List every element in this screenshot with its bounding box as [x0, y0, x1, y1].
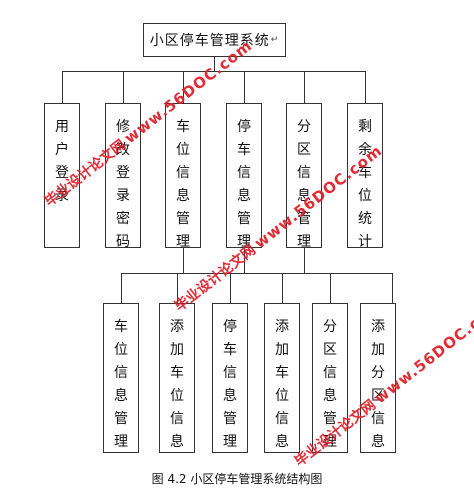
level1-bus-line	[62, 71, 365, 72]
node-sub-space-info-management: 车 位 信 息 管 理	[103, 303, 139, 453]
node-sub-add-zone-info: 添 加 分 区 信 息	[360, 303, 396, 453]
node-sub-parking-info-management: 停 车 信 息 管 理	[212, 303, 248, 453]
node-label: 停 车 信 息 管 理	[223, 319, 237, 450]
root-node: 小区停车管理系统↵	[143, 23, 286, 57]
root-stem-line	[214, 57, 215, 71]
level2-stem-5	[304, 248, 305, 273]
node-change-password: 修 改 登 录 密 码	[105, 103, 141, 250]
level2-drop-6	[392, 273, 393, 303]
node-label: 用 户 登 录	[55, 119, 69, 204]
node-user-login: 用 户 登 录	[44, 103, 80, 248]
root-node-label: 小区停车管理系统	[149, 33, 270, 49]
node-label: 车 位 信 息 管 理	[176, 119, 190, 250]
node-label: 添 加 车 位 信 息	[170, 319, 184, 450]
node-remaining-space-stats: 剩 余 车 位 统 计	[347, 103, 383, 250]
node-label: 分 区 信 息 管 理	[297, 119, 311, 250]
node-label: 分 区 信 息 管 理	[323, 319, 337, 450]
node-label: 添 加 分 区 信 息	[371, 319, 385, 450]
node-sub-add-space-info-2: 添 加 车 位 信 息	[264, 303, 300, 453]
node-parking-info-management: 停 车 信 息 管 理	[226, 103, 262, 250]
paragraph-mark-icon: ↵	[270, 35, 280, 45]
level1-drop-4	[244, 71, 245, 103]
node-label: 添 加 车 位 信 息	[275, 319, 289, 450]
figure-caption: 图 4.2 小区停车管理系统结构图	[151, 472, 323, 486]
level2-drop-1	[121, 273, 122, 303]
level2-stem-3	[183, 248, 184, 273]
node-label: 停 车 信 息 管 理	[237, 119, 251, 250]
node-zone-info-management: 分 区 信 息 管 理	[286, 103, 322, 250]
level1-drop-3	[183, 71, 184, 103]
node-space-info-management: 车 位 信 息 管 理	[165, 103, 201, 250]
level2-drop-3	[230, 273, 231, 303]
node-label: 修 改 登 录 密 码	[116, 119, 130, 250]
level1-drop-5	[304, 71, 305, 103]
level1-drop-1	[62, 71, 63, 103]
level2-drop-2	[177, 273, 178, 303]
node-sub-zone-info-management: 分 区 信 息 管 理	[312, 303, 348, 453]
level2-drop-5	[330, 273, 331, 303]
level1-drop-2	[123, 71, 124, 103]
node-label: 剩 余 车 位 统 计	[358, 119, 372, 250]
node-label: 车 位 信 息 管 理	[114, 319, 128, 450]
node-sub-add-space-info: 添 加 车 位 信 息	[159, 303, 195, 453]
level2-drop-4	[282, 273, 283, 303]
level2-bus-line	[121, 273, 392, 274]
level2-stem-4	[244, 248, 245, 273]
level1-drop-6	[365, 71, 366, 103]
